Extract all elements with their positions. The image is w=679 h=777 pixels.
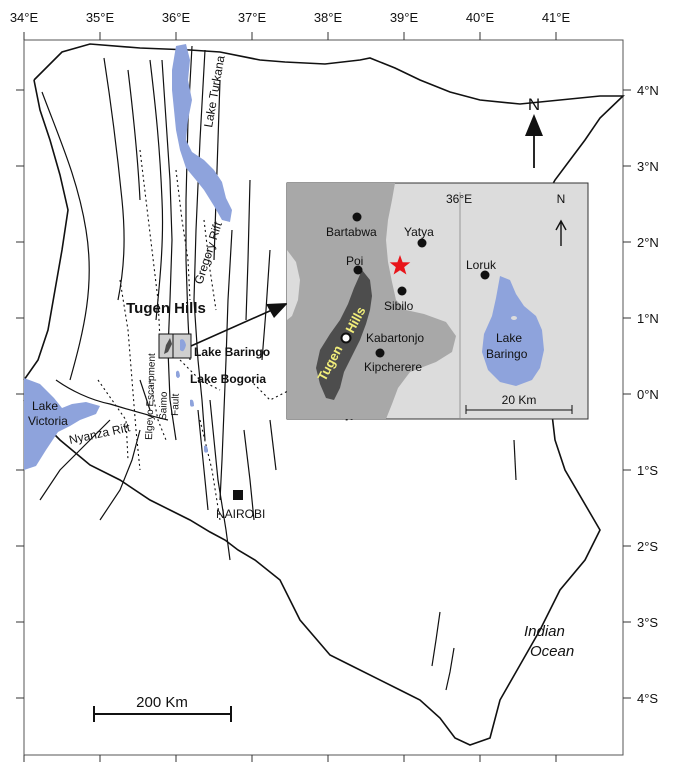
label-lake-victoria-2: Victoria (28, 414, 68, 428)
label-lake-victoria-1: Lake (32, 399, 58, 413)
inset-map: 36°E Bartabwa Yatya Poi Loruk Sibilo Kab… (286, 182, 589, 420)
lon-label-34: 34°E (10, 10, 39, 25)
inset-label-baringo: Baringo (486, 347, 528, 361)
inset-label-kabartonjo: Kabartonjo (366, 331, 424, 345)
lake-victoria (24, 378, 100, 470)
fault-lines (39, 45, 541, 691)
lat-label-3n: 3°N (637, 159, 659, 174)
lon-label-39: 39°E (390, 10, 419, 25)
lon-label-36: 36°E (162, 10, 191, 25)
label-saimo: Saimo (158, 391, 170, 420)
inset-pointer-arrowhead (266, 303, 288, 318)
inset-scale-label: 20 Km (502, 393, 537, 407)
label-tugen-hills-main: Tugen Hills (126, 300, 206, 317)
north-label: N (528, 95, 540, 114)
lat-label-2n: 2°N (637, 235, 659, 250)
label-nyanza-rift: Nyanza Rift (68, 420, 132, 447)
inset-pointer-line (190, 309, 273, 347)
lat-label-1s: 1°S (637, 463, 658, 478)
tick-marks (16, 32, 631, 762)
north-arrow-icon (525, 114, 543, 136)
inset-lake-baringo (482, 276, 544, 386)
lat-label-1n: 1°N (637, 311, 659, 326)
label-indian-ocean-1: Indian (524, 623, 565, 640)
scale-label: 200 Km (136, 694, 188, 711)
inset-scale-bar (465, 405, 573, 414)
label-lake-baringo: Lake Baringo (194, 345, 270, 359)
inset-meridian-label: 36°E (446, 192, 472, 206)
lat-label-2s: 2°S (637, 539, 658, 554)
lat-label-4s: 4°S (637, 691, 658, 706)
inset-north-label: N (557, 192, 566, 206)
inset-label-yatya: Yatya (404, 225, 434, 239)
lat-label-4n: 4°N (637, 83, 659, 98)
scale-bar (93, 706, 232, 722)
lat-label-3s: 3°S (637, 615, 658, 630)
inset-label-lake: Lake (496, 331, 522, 345)
label-indian-ocean-2: Ocean (530, 643, 574, 660)
lon-label-37: 37°E (238, 10, 267, 25)
lon-label-40: 40°E (466, 10, 495, 25)
inset-label-poi: Poi (346, 254, 363, 268)
inset-mid-inlet (287, 250, 300, 320)
lake-turkana (172, 44, 232, 222)
tugen-locator-hills (164, 338, 172, 354)
lon-label-35: 35°E (86, 10, 115, 25)
nairobi-marker (233, 490, 243, 500)
inset-label-kipcherere: Kipcherere (364, 360, 422, 374)
lon-label-41: 41°E (542, 10, 571, 25)
kenya-west-border (23, 79, 69, 381)
inset-label-bartabwa: Bartabwa (326, 225, 377, 239)
lon-label-38: 38°E (314, 10, 343, 25)
lat-label-0n: 0°N (637, 387, 659, 402)
inset-label-loruk: Loruk (466, 258, 497, 272)
label-elgeyo-escarpment: Elgeyo Escarpment (144, 353, 158, 440)
inset-star-icon (389, 255, 411, 275)
label-nairobi: NAIROBI (216, 507, 265, 521)
kenya-outline (23, 43, 625, 746)
label-fault: Fault (170, 393, 182, 416)
label-lake-turkana: Lake Turkana (201, 54, 227, 128)
label-lake-bogoria: Lake Bogoria (190, 372, 266, 386)
tugen-locator-box (158, 333, 192, 359)
lake-bogoria-small (176, 370, 180, 378)
inset-label-sibilo: Sibilo (384, 299, 414, 313)
